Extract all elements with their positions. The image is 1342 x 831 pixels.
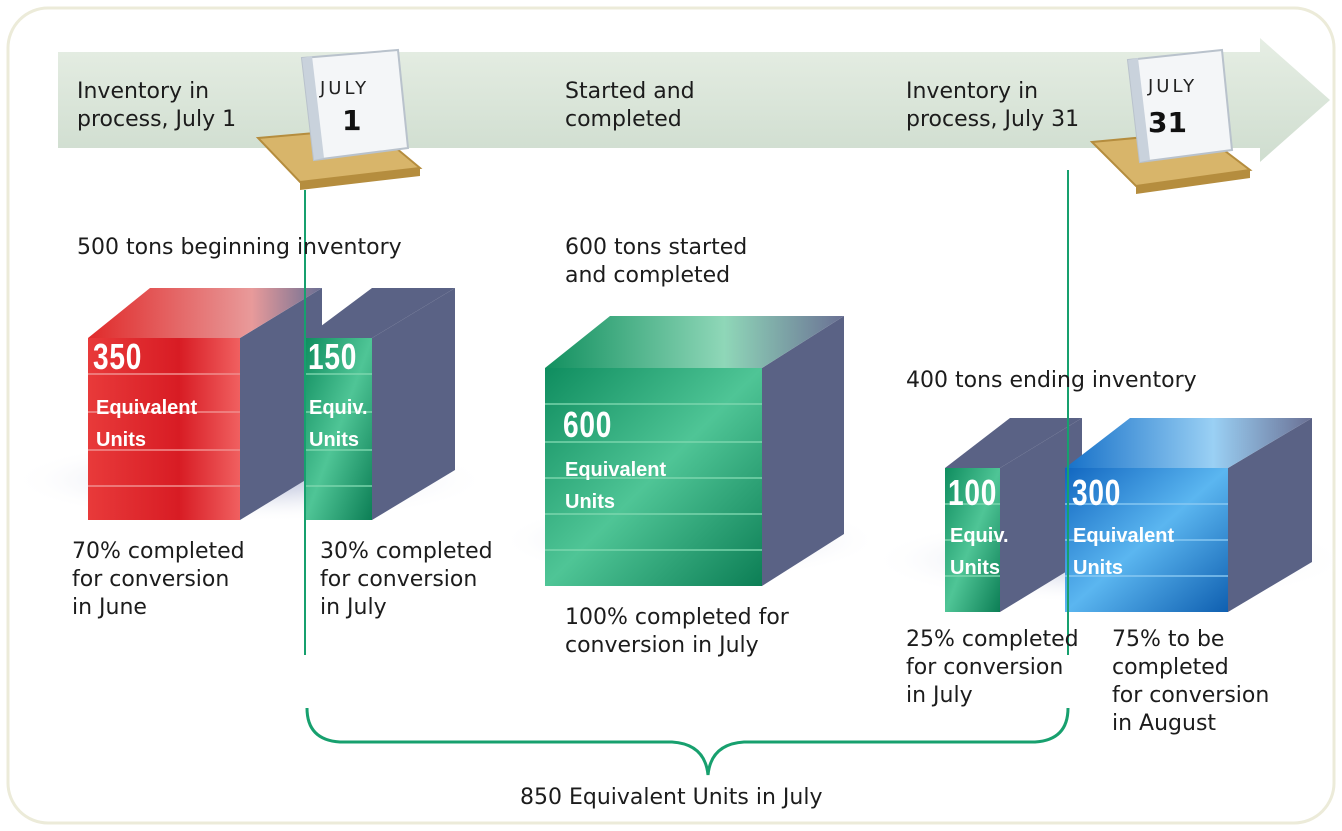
block-100-caption: 25% completed for conversion in July: [906, 627, 1079, 708]
block-100-value: 100: [948, 472, 998, 513]
total-brace: [305, 707, 1070, 776]
block-350: [88, 288, 322, 520]
block-350-caption: 70% completed for conversion in June: [72, 539, 245, 620]
block-300-label: Equivalent Units: [1073, 525, 1175, 579]
calendar-31-day: 31: [1148, 106, 1187, 139]
total-equivalent-units: 850 Equivalent Units in July: [520, 785, 823, 810]
calendar-july-31-icon: [1089, 48, 1253, 194]
timeline-label-end: Inventory in process, July 31: [906, 79, 1080, 132]
heading-started-completed: 600 tons started and completed: [565, 235, 748, 288]
block-100: [945, 418, 1082, 612]
block-150: [305, 288, 455, 520]
block-300: [1065, 418, 1312, 612]
block-150-caption: 30% completed for conversion in July: [320, 539, 493, 620]
calendar-31-month: JULY: [1148, 76, 1198, 97]
block-150-value: 150: [308, 336, 358, 377]
heading-beginning-inventory: 500 tons beginning inventory: [77, 235, 402, 260]
block-600-value: 600: [563, 404, 613, 445]
calendar-1-month: JULY: [320, 78, 370, 99]
block-300-value: 300: [1072, 472, 1122, 513]
block-350-label: Equivalent Units: [96, 397, 198, 451]
block-150-label: Equiv. Units: [309, 397, 368, 451]
block-350-value: 350: [93, 336, 143, 377]
block-600: [545, 316, 844, 586]
timeline-label-middle: Started and completed: [565, 79, 695, 132]
calendar-july-1-icon: [255, 48, 423, 190]
block-100-label: Equiv. Units: [950, 525, 1009, 579]
block-300-caption: 75% to be completed for conversion in Au…: [1112, 627, 1270, 736]
block-600-caption: 100% completed for conversion in July: [565, 605, 789, 658]
heading-ending-inventory: 400 tons ending inventory: [906, 368, 1197, 393]
block-600-label: Equivalent Units: [565, 459, 667, 513]
calendar-1-day: 1: [342, 104, 362, 137]
timeline-label-begin: Inventory in process, July 1: [77, 79, 237, 132]
